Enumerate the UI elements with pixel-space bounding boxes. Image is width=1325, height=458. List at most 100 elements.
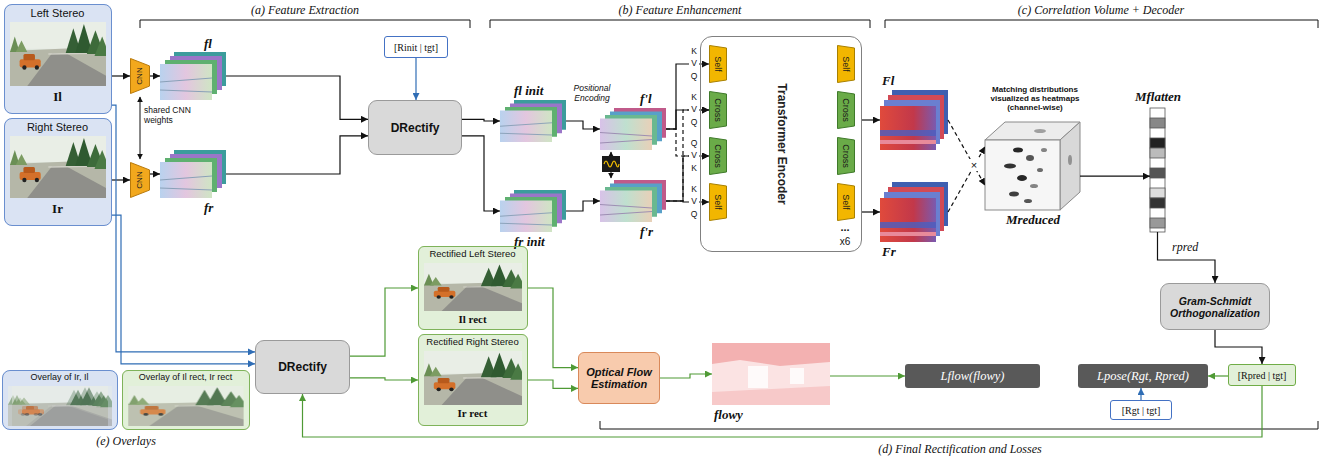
cross-attention-block-outline [710,138,727,175]
box-fill [122,370,250,430]
connector-arrow [862,119,880,120]
connector-arrow [948,147,985,212]
flattened-vector: Mflatten [1150,108,1165,232]
box-title: Rectified Left Stereo [419,249,526,260]
loss-label: Lpose(Rgt, Rpred) [1097,369,1189,384]
self-attention-block: Self [709,183,727,221]
figure-label: Mflatten [1125,89,1191,105]
block-label: Cross [841,144,851,168]
feature-maps [500,190,566,232]
cnn-encoder: CNN [130,162,150,198]
attention-input: Q [689,117,699,128]
box-title: Left Stereo [5,7,110,20]
figure-label: f'r [640,224,670,240]
connector-arrow [415,58,416,100]
attention-input: K [689,46,699,57]
connector-arrow [862,211,880,212]
block-label: Self [841,56,851,72]
box-title: Right Stereo [5,121,110,134]
connector-arrow [666,201,709,202]
connector-arrow [462,119,500,121]
feature-map-stack: fl [160,52,226,100]
cross-attention-block: Cross [837,137,855,175]
section-bracket [490,20,870,28]
attention-input: K [689,92,699,103]
connector-arrow [566,121,600,129]
positional-encoding-symbol [602,152,620,178]
pose-input-box: [Rinit | tgt] [384,36,448,58]
product-symbol: × [968,159,980,171]
block-label: CNN [135,171,144,188]
pose-label: [Rinit | tgt] [394,42,438,53]
loss-label: Lflow(flowy) [941,369,1005,384]
street-photo [424,263,526,311]
matching-heat-blob [1017,175,1027,181]
module-label: DRectify [391,121,440,135]
rectified-image-box: Rectified Right StereoIr rect [418,334,528,426]
flow-map-image [748,366,768,388]
street-photo [12,386,116,426]
section-title: (e) Overlays [66,434,186,449]
connector-arrow [150,173,160,174]
flow-map-image [712,343,830,405]
module-label: DRectify [278,360,327,374]
attention-input: V [689,196,699,207]
feature-maps [500,100,566,142]
matching-heat-blob [1024,199,1032,203]
connector-arrow [112,105,255,352]
annotation: shared CNN weights [144,106,196,126]
connector-arrow [303,386,1263,437]
connector-arrow [350,288,418,356]
block-label: CNN [135,67,144,84]
feature-map-stack: fl init [500,100,566,142]
input-image-box: Right StereoIr [4,118,112,226]
feature-maps [600,108,666,150]
cross-attention-block: Cross [709,137,727,175]
flattened-vector-bar [1150,188,1165,198]
connector-arrow [830,375,905,376]
block-label: Self [841,194,851,210]
feature-map-stack: fr [160,150,226,198]
box-title: Ir [5,201,110,217]
section-title: (b) Feature Enhancement [580,3,780,18]
connector-arrow [1215,330,1262,364]
flow-map-image [712,343,830,366]
box-fill [418,246,528,330]
connector-arrow [350,378,418,380]
self-attention-block-outline [710,184,727,221]
connector-arrow [666,110,709,201]
repeat-mark: ... [833,221,857,233]
street-photo [10,22,110,86]
matching-heat-blob [1004,129,1072,203]
matching-heat-blob [1004,164,1016,169]
connector-arrow [666,64,709,129]
transformer-encoder: Transformer EncoderSelfCrossCrossSelfSel… [700,36,862,252]
street-photo [129,386,249,426]
connector-arrow [150,75,160,76]
attention-input: V [689,104,699,115]
cnn-encoder-outline [131,59,150,94]
self-attention-block-outline [710,46,727,83]
attention-input: V [689,58,699,69]
module-label: Gram-Schmidt Orthogonalization [1165,295,1265,319]
connector-arrow [462,136,500,211]
connector-arrow [948,120,985,185]
matching-heat-blob [1009,192,1019,197]
flattened-vector-bar [1150,118,1165,128]
attention-input: V [689,150,699,161]
connector-arrow [112,215,255,364]
optical-flow-box: Optical Flow Estimation [578,352,660,404]
block-label: Self [713,56,723,72]
feature-maps [880,182,948,242]
matching-heat-blob [1013,148,1023,153]
orthogonalization-box: Gram-Schmidt Orthogonalization [1160,283,1270,330]
box-fill [4,4,112,114]
connector-arrow [528,380,578,388]
correlation-volume-cube [985,140,1060,210]
correlation-feature-map: Fl [880,90,948,150]
figure-label: Matching distributions visualized as hea… [979,85,1091,113]
box-title: Overlay of Il rect, Ir rect [123,372,248,382]
connector-arrow [666,129,709,156]
cnn-encoder: CNN [130,58,150,94]
